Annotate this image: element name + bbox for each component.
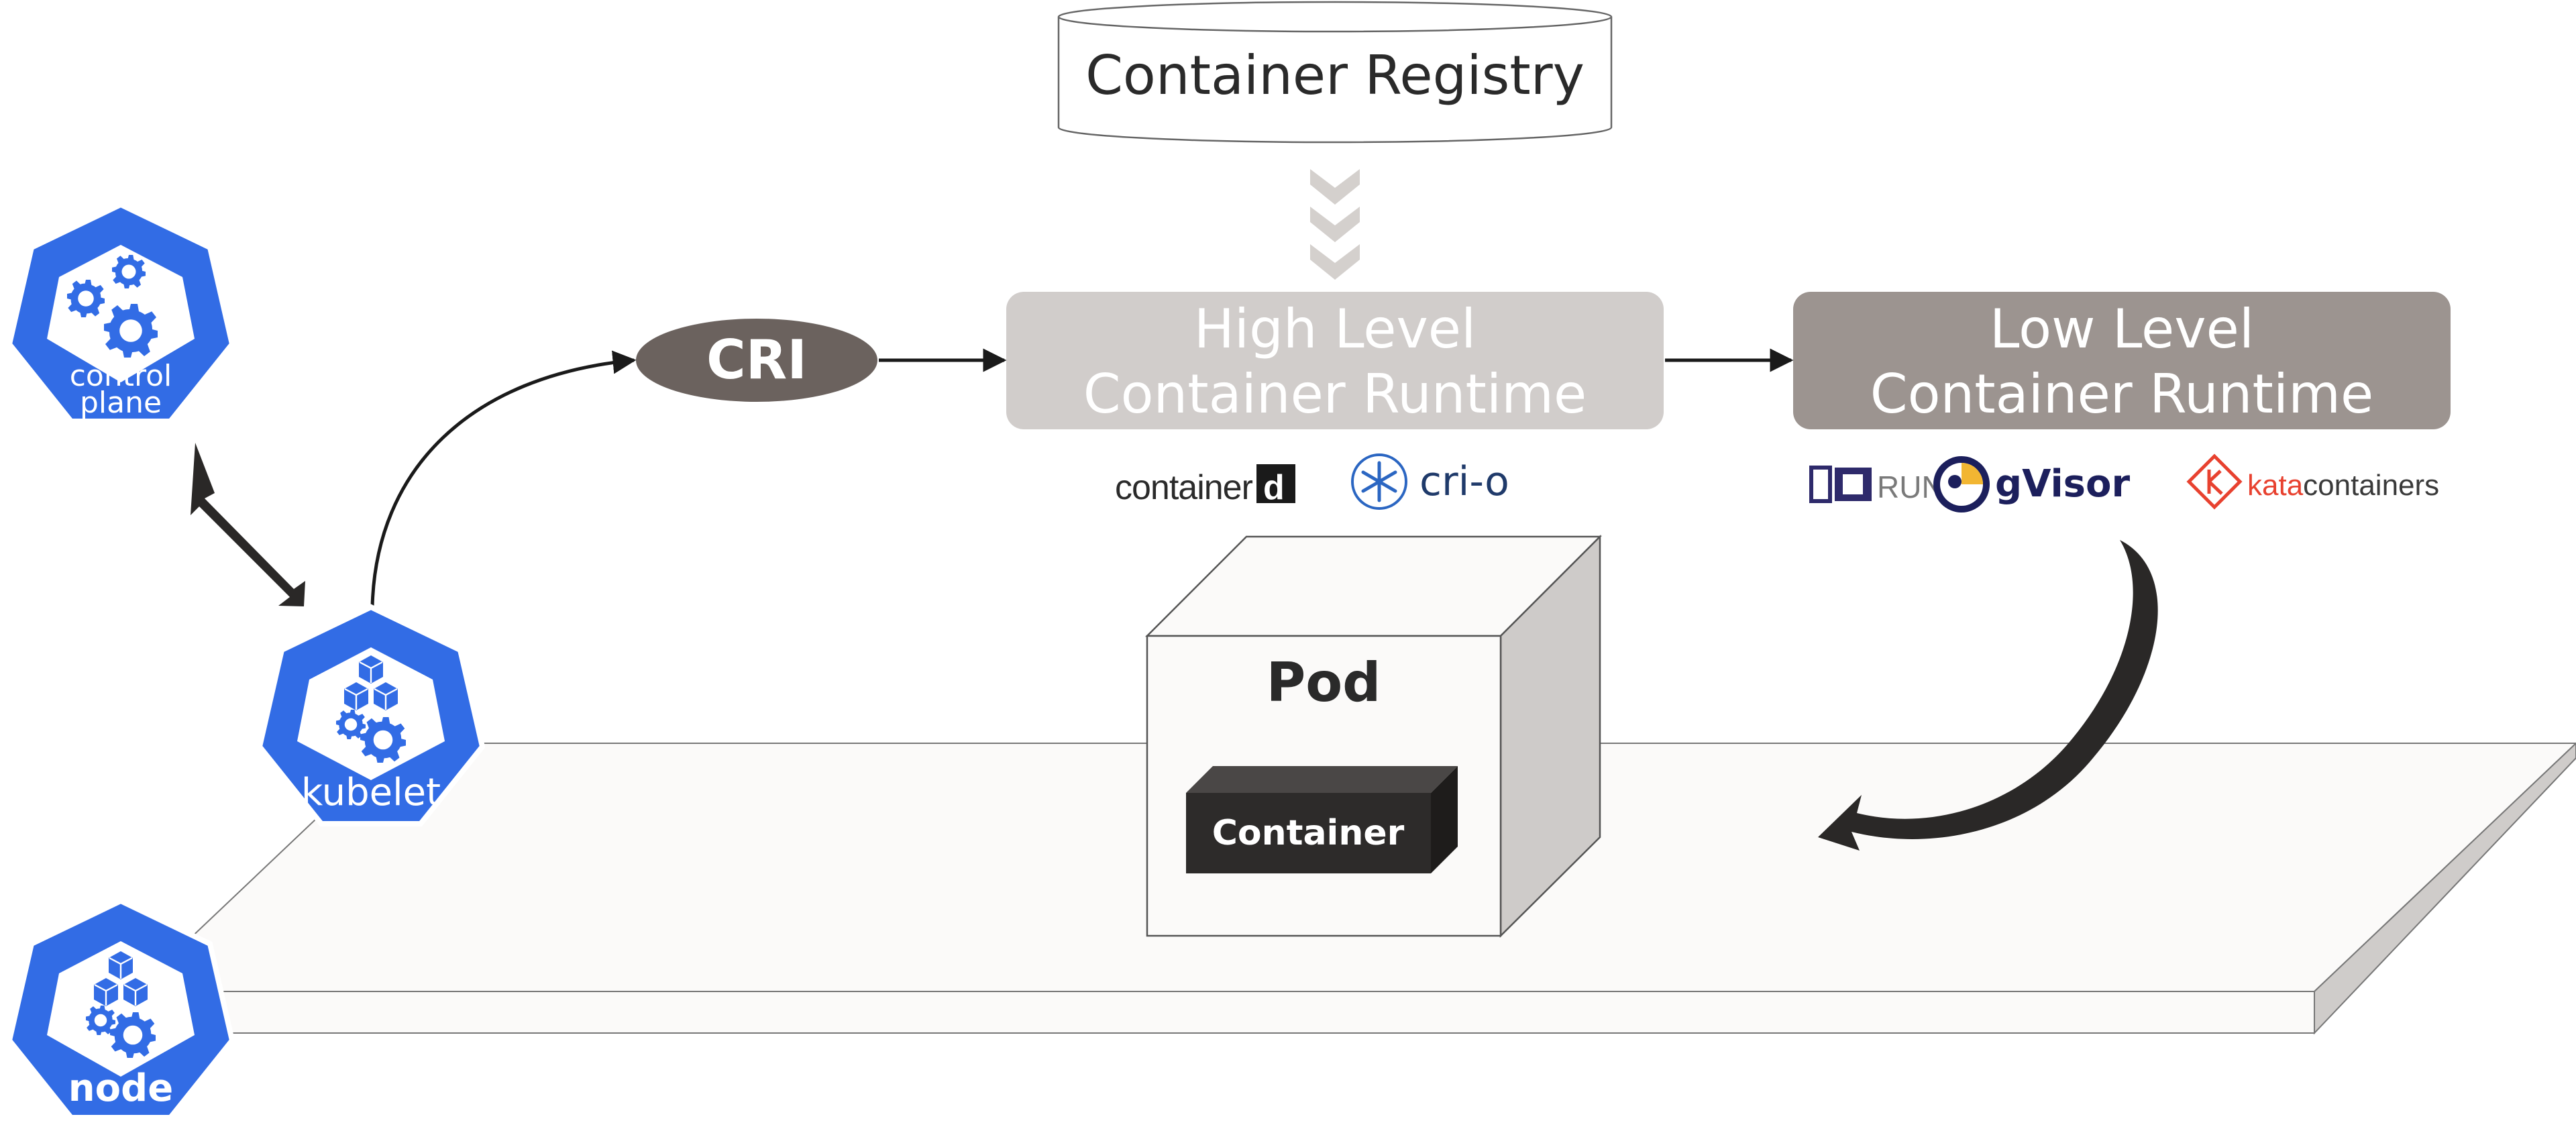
high-level-line1: High Level	[1194, 298, 1476, 360]
kata-logo: katacontainers	[2186, 453, 2439, 510]
container-label: Container	[1212, 813, 1405, 853]
high-level-runtime: High Level Container Runtime	[1006, 292, 1664, 429]
gvisor-text: gVisor	[1995, 462, 2130, 506]
high-level-line2: Container Runtime	[1083, 363, 1587, 425]
kata-icon	[2186, 453, 2243, 510]
registry-label: Container Registry	[1085, 44, 1585, 107]
flow-arrows	[370, 348, 1794, 608]
kata-suffix: containers	[2303, 469, 2439, 502]
chevron-down-icon	[1310, 169, 1360, 205]
arrow-control-plane-kubelet	[191, 443, 305, 606]
kubelet-label: kubelet	[301, 771, 441, 814]
container-registry: Container Registry	[1057, 1, 1613, 144]
containerd-logo: container d	[1115, 464, 1295, 507]
node-label: node	[68, 1067, 173, 1110]
node-icon: node	[9, 901, 232, 1118]
arrow-low-level-to-node	[1818, 540, 2158, 851]
low-level-line1: Low Level	[1990, 298, 2254, 360]
crio-text: cri-o	[1419, 458, 1509, 505]
pull-chevrons	[1310, 169, 1360, 280]
crio-logo: cri-o	[1351, 453, 1509, 510]
cri-interface: CRI	[636, 319, 877, 402]
control-plane-line2: plane	[80, 386, 162, 420]
container-block: Container	[1186, 766, 1458, 873]
cri-label: CRI	[706, 329, 807, 391]
kata-prefix: kata	[2247, 469, 2304, 502]
pod-label: Pod	[1267, 651, 1381, 714]
control-plane-icon: control plane	[9, 205, 232, 421]
svg-text:katacontainers: katacontainers	[2247, 469, 2439, 502]
control-plane-line1: control	[70, 359, 172, 393]
pod-cube: Pod	[1144, 534, 1603, 938]
arrow-kubelet-to-cri	[370, 350, 637, 608]
containerd-text: container	[1115, 468, 1253, 507]
low-level-line2: Container Runtime	[1870, 363, 2374, 425]
chevron-down-icon	[1310, 207, 1360, 242]
gvisor-logo: gVisor	[1933, 456, 2130, 512]
snowflake-icon	[1361, 461, 1397, 502]
chevron-down-icon	[1310, 244, 1360, 280]
kubelet-icon: kubelet	[260, 607, 482, 824]
containerd-d: d	[1263, 468, 1285, 507]
low-level-runtime: Low Level Container Runtime	[1793, 292, 2451, 429]
